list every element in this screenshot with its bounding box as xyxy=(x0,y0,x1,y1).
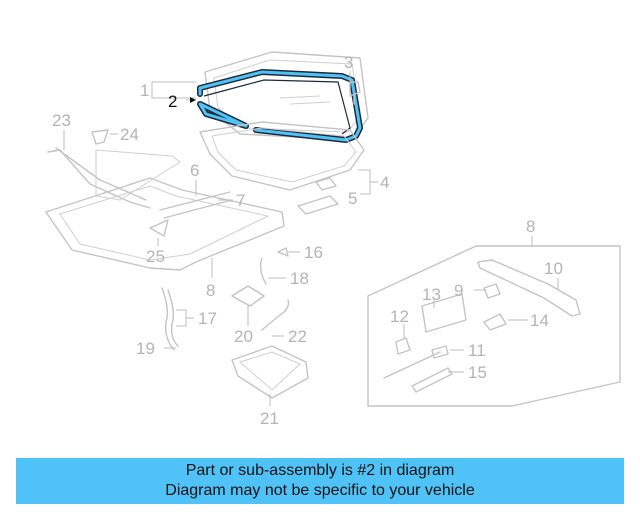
callout-4[interactable]: 4 xyxy=(380,173,389,192)
callout-3[interactable]: 3 xyxy=(344,53,353,72)
callout-7[interactable]: 7 xyxy=(236,191,245,210)
drain-hose-parts xyxy=(259,247,289,285)
banner-line-1: Part or sub-assembly is #2 in diagram xyxy=(185,462,455,479)
sunroof-frame xyxy=(45,147,285,271)
callout-22[interactable]: 22 xyxy=(288,327,307,346)
callout-14[interactable]: 14 xyxy=(530,311,549,330)
bolt-part xyxy=(349,81,361,105)
weatherstrip-seal-highlighted[interactable] xyxy=(197,69,363,143)
callout-18[interactable]: 18 xyxy=(290,269,309,288)
parts-kit-box xyxy=(367,245,621,407)
callout-2-arrow xyxy=(190,97,196,103)
callout-9[interactable]: 9 xyxy=(454,281,463,300)
callout-13[interactable]: 13 xyxy=(422,285,441,304)
banner-line-2: Diagram may not be specific to your vehi… xyxy=(165,482,475,499)
callout-5[interactable]: 5 xyxy=(348,189,357,208)
callout-1[interactable]: 1 xyxy=(140,81,149,100)
info-banner: Part or sub-assembly is #2 in diagram Di… xyxy=(16,458,624,504)
callout-11[interactable]: 11 xyxy=(468,341,486,360)
callout-12[interactable]: 12 xyxy=(390,307,409,326)
callout-19[interactable]: 19 xyxy=(136,339,155,358)
callout-8-kit[interactable]: 8 xyxy=(526,217,535,236)
callout-25[interactable]: 25 xyxy=(146,247,165,266)
clip-part-24 xyxy=(91,129,109,145)
motor-bracket-20 xyxy=(231,285,290,331)
callout-15[interactable]: 15 xyxy=(468,363,487,382)
callout-23[interactable]: 23 xyxy=(52,111,71,130)
callout-16[interactable]: 16 xyxy=(304,243,323,262)
callout-2[interactable]: 2 xyxy=(168,92,177,111)
callout-6[interactable]: 6 xyxy=(190,161,199,180)
callout-24[interactable]: 24 xyxy=(120,125,139,144)
callout-21[interactable]: 21 xyxy=(260,409,279,428)
brackets-part xyxy=(297,177,339,215)
callout-10[interactable]: 10 xyxy=(544,259,563,278)
callout-labels: 1 2 3 4 5 6 7 8 8 9 10 11 12 13 14 15 16… xyxy=(52,53,563,428)
leader-lines xyxy=(63,72,559,406)
callout-17[interactable]: 17 xyxy=(198,309,217,328)
callout-8-main[interactable]: 8 xyxy=(206,281,215,300)
sunshade-frame xyxy=(199,121,365,191)
callout-20[interactable]: 20 xyxy=(234,327,253,346)
drain-hose-17 xyxy=(161,287,179,351)
tray-part-21 xyxy=(231,345,309,399)
